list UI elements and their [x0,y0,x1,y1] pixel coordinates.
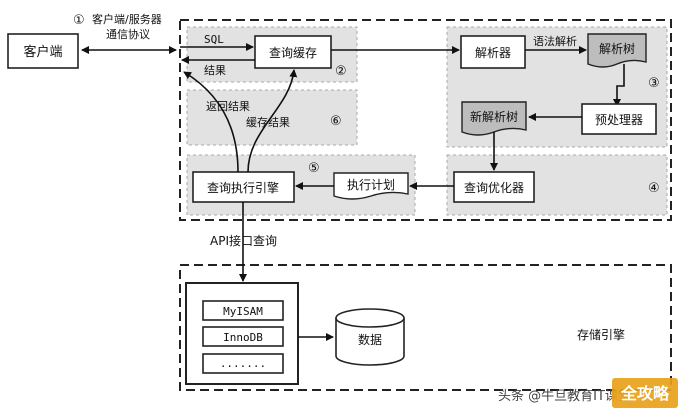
step5-number: ⑤ [308,161,320,176]
exec-plan-label: 执行计划 [347,178,395,192]
query-cache-box [254,35,332,69]
preprocessor-box [581,103,657,135]
step6-number: ⑥ [330,114,342,129]
logo-badge [612,378,678,408]
storage-engine-label: 存储引擎 [577,327,625,342]
preprocessor-label: 预处理器 [595,113,643,127]
optimizer-label: 查询优化器 [464,181,524,195]
new-parse-tree-label: 新解析树 [470,109,518,124]
cache-result-label: 缓存结果 [246,115,290,129]
storage-layer-border [179,264,672,391]
data-cylinder-body [335,318,405,366]
parser-box [460,35,526,69]
parse-tree-label: 解析树 [599,41,635,56]
engine-more-label: ....... [220,357,266,370]
step4-number: ④ [648,181,660,196]
parse-tree-doc [587,33,647,68]
exec-plan-doc [333,172,409,200]
client-box [7,33,79,69]
cache-result-arrow [247,69,298,173]
watermark-text: 头条 @牛旦教育IT课堂 [498,388,631,404]
return-result-label: 返回结果 [206,100,250,113]
step2-number: ② [335,64,347,79]
parser-label: 解析器 [475,46,511,60]
api-query-label: API接口查询 [210,233,277,248]
logo-text: 全攻略 [620,384,670,403]
protocol-number: ① [73,13,85,28]
optimizer-box [453,171,535,203]
client-label: 客户端 [23,44,62,60]
new-parse-tree-doc [461,101,527,136]
query-cache-label: 查询缓存 [269,46,317,60]
engine-more-box [202,353,284,374]
sql-label: SQL [204,33,224,46]
data-cylinder-top [335,308,405,328]
return-result-arrow [183,71,239,173]
engine-innodb-box [202,326,284,347]
engine-innodb-label: InnoDB [223,331,263,344]
result-label: 结果 [204,64,226,77]
engine-myisam-box [202,300,284,321]
protocol-label-line1: 客户端/服务器 [92,12,162,26]
exec-engine-label: 查询执行引擎 [207,180,279,195]
data-store-label: 数据 [358,332,382,347]
tree-to-preprocessor-arrow [613,64,625,107]
engine-myisam-label: MyISAM [223,305,263,318]
step3-number: ③ [648,76,660,91]
protocol-label-line2: 通信协议 [106,27,150,41]
panel-optimize [446,154,668,216]
server-layer-border [179,19,672,221]
grammar-parse-label: 语法解析 [533,34,577,48]
